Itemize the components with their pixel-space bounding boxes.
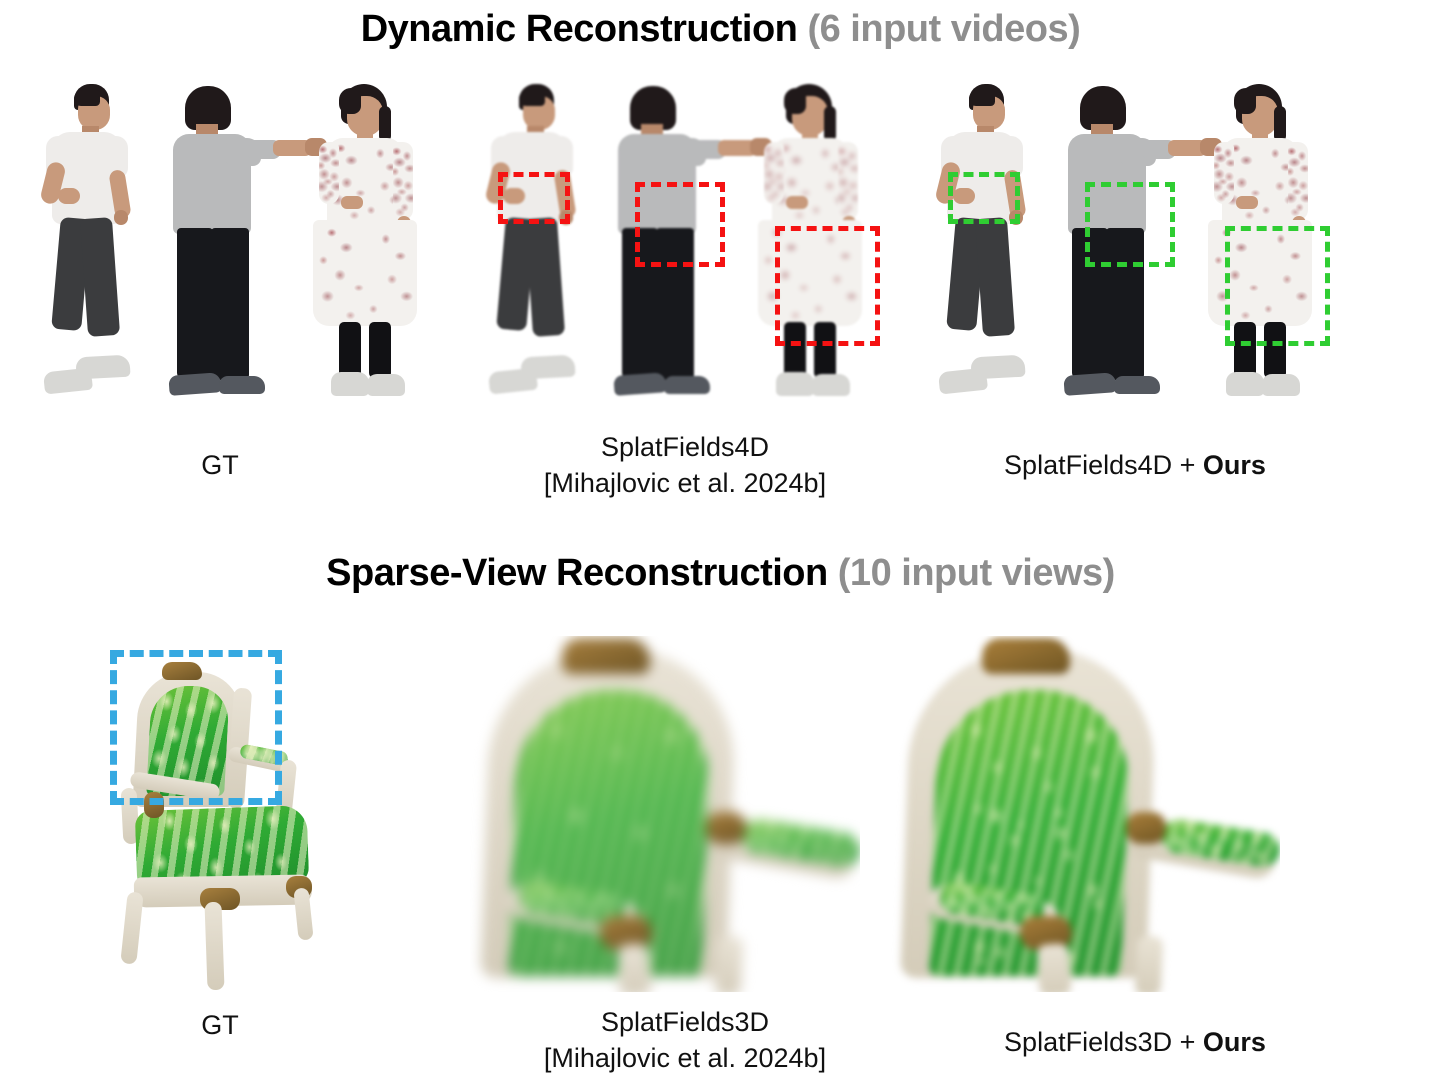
sparse-splatfields3d-panel — [470, 636, 860, 992]
subject-woman-floral-dress-ours — [1200, 84, 1345, 404]
caption-dynamic-splatfields4d: SplatFields4D [Mihajlovic et al. 2024b] — [490, 430, 880, 501]
caption-dynamic-gt-line1: GT — [201, 450, 239, 480]
dynamic-heading-main: Dynamic Reconstruction — [360, 8, 798, 50]
caption-sparse-splatfields3d-ours: SplatFields3D + Ours — [920, 1025, 1350, 1061]
caption-dynamic-splatfields4d-ours: SplatFields4D + Ours — [920, 448, 1350, 484]
caption-dynamic-ours-bold: Ours — [1202, 450, 1266, 480]
dynamic-gt-panel — [20, 80, 460, 420]
sparse-heading-main: Sparse-View Reconstruction — [326, 552, 828, 594]
caption-dynamic-sf4d-line1: SplatFields4D — [600, 432, 770, 462]
subject-man-grey-tshirt-sf4d — [610, 86, 772, 404]
subject-man-white-tshirt — [30, 84, 140, 402]
caption-sparse-gt-line1: GT — [201, 1010, 239, 1040]
caption-sparse-ours-line1: SplatFields3D + — [1004, 1027, 1203, 1057]
dynamic-heading-sub: (6 input videos) — [807, 8, 1081, 50]
sparse-splatfields3d-ours-panel — [890, 636, 1280, 992]
dynamic-reconstruction-heading: Dynamic Reconstruction (6 input videos) — [0, 8, 1441, 51]
dynamic-splatfields4d-panel — [465, 80, 905, 420]
caption-dynamic-gt: GT — [140, 448, 300, 484]
subject-man-grey-tshirt — [165, 86, 327, 404]
subject-armchair-sf3d — [470, 636, 860, 992]
caption-sparse-ours-bold: Ours — [1202, 1027, 1266, 1057]
caption-sparse-gt: GT — [140, 1008, 300, 1044]
subject-man-white-tshirt-ours — [925, 84, 1035, 402]
dynamic-splatfields4d-ours-panel — [915, 80, 1355, 420]
subject-armchair-gt — [100, 640, 400, 991]
caption-dynamic-sf4d-line2: [Mihajlovic et al. 2024b] — [543, 467, 827, 498]
subject-woman-floral-dress — [305, 84, 450, 404]
sparse-view-reconstruction-heading: Sparse-View Reconstruction (10 input vie… — [0, 552, 1441, 595]
caption-sparse-splatfields3d: SplatFields3D [Mihajlovic et al. 2024b] — [490, 1005, 880, 1076]
sparse-gt-panel — [100, 640, 400, 991]
subject-armchair-ours — [890, 636, 1280, 992]
subject-woman-floral-dress-sf4d — [750, 84, 895, 404]
subject-man-white-tshirt-sf4d — [475, 84, 585, 402]
caption-dynamic-ours-line1: SplatFields4D + — [1004, 450, 1203, 480]
caption-sparse-sf3d-line1: SplatFields3D — [600, 1007, 770, 1037]
sparse-heading-sub: (10 input views) — [837, 552, 1116, 594]
subject-man-grey-tshirt-ours — [1060, 86, 1222, 404]
caption-sparse-sf3d-line2: [Mihajlovic et al. 2024b] — [543, 1042, 827, 1073]
